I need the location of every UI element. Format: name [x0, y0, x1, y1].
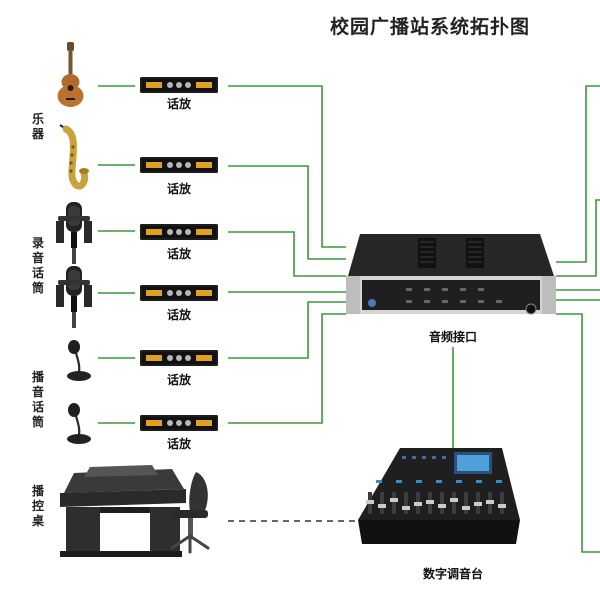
preamp-label: 话放 [166, 97, 191, 111]
line-amp6-to-interface [228, 313, 346, 424]
condenser-mic-icon [56, 266, 92, 328]
preamp-icon [140, 224, 218, 240]
studio-desk-icon [60, 465, 186, 557]
group-label-instruments: 乐器 [31, 112, 44, 141]
audio-interface-label: 音频接口 [428, 330, 477, 344]
desk-mic-icon [67, 403, 91, 444]
desk-mic-icon [67, 340, 91, 381]
line-interface-right-2 [556, 199, 600, 277]
preamp-icon [140, 157, 218, 173]
audio-interface-icon [346, 234, 556, 315]
line-amp5-to-interface [228, 301, 346, 359]
preamp-label: 话放 [166, 182, 191, 196]
digital-mixer-icon [358, 448, 520, 544]
preamp-icon [140, 415, 218, 431]
preamp-label: 话放 [166, 373, 191, 387]
digital-mixer-label: 数字调音台 [422, 567, 483, 581]
group-label-control-desk: 播控桌 [31, 484, 44, 528]
preamp-label: 话放 [166, 437, 191, 451]
preamp-icon [140, 77, 218, 93]
line-interface-right-1 [556, 85, 600, 263]
group-label-broadcast-mics: 播音话筒 [31, 370, 44, 429]
line-amp1-to-interface [228, 85, 346, 248]
office-chair-icon [170, 472, 210, 554]
preamp-icon [140, 350, 218, 366]
line-amp3-to-interface [228, 231, 346, 277]
line-amp2-to-interface [228, 165, 346, 260]
preamp-label: 话放 [166, 247, 191, 261]
condenser-mic-icon [56, 202, 92, 264]
preamp-icon [140, 285, 218, 301]
line-interface-right-5 [556, 313, 600, 553]
group-label-recording-mics: 录音话筒 [31, 236, 44, 295]
page-title: 校园广播站系统拓扑图 [330, 16, 531, 38]
preamp-label: 话放 [166, 308, 191, 322]
saxophone-icon [59, 124, 89, 190]
guitar-icon [57, 42, 84, 107]
